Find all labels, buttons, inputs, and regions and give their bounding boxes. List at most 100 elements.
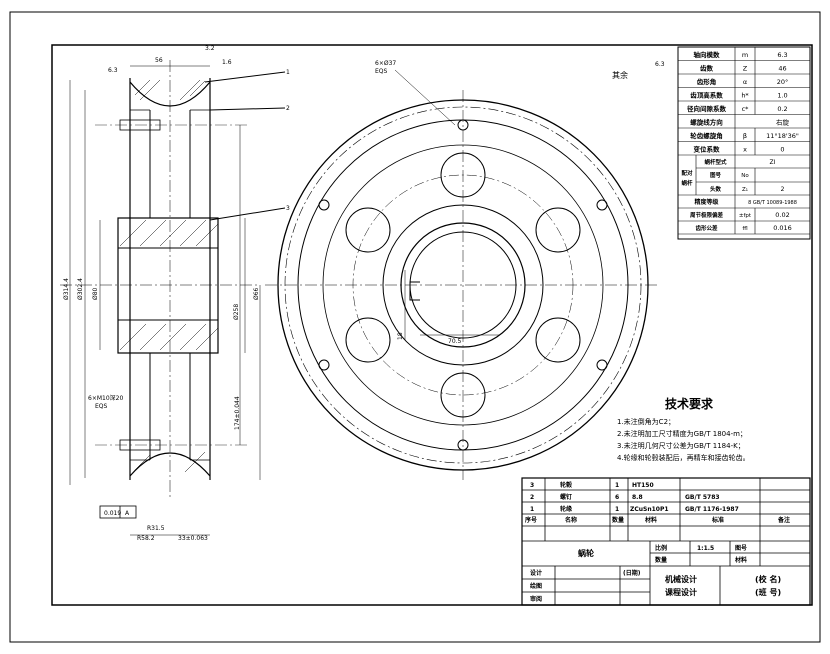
pair-type-val: ZI [770, 159, 776, 166]
param-val: 0 [780, 146, 784, 154]
bom-qty-1: 6 [615, 494, 619, 501]
param-val: 6.3 [777, 51, 787, 59]
draw-label: 绘图 [530, 582, 542, 590]
bom-no-2: 1 [530, 506, 534, 513]
pair-type-label: 蜗杆型式 [704, 158, 727, 166]
param-sym: m [742, 51, 748, 59]
r1-label: R31.5 [147, 525, 165, 532]
accuracy-label: 精度等级 [694, 198, 718, 206]
rough-label-2: 3.2 [205, 45, 215, 52]
bom-name-0: 轮毂 [560, 481, 572, 489]
pair-fig-label: 图号 [710, 171, 722, 179]
bom-h-std: 标准 [711, 516, 724, 524]
pair-heads-label: 头数 [710, 185, 722, 193]
runout-val: 0.019 [104, 510, 121, 517]
rough-label-3: 1.6 [222, 59, 232, 66]
pair-fig-sym: No [741, 173, 749, 179]
tech-title: 技术要求 [665, 396, 714, 411]
bom-text: 3 轮毂 1 HT150 2 螺钉 6 8.8 GB/T 5783 1 轮缘 1… [524, 481, 790, 603]
part-name: 蜗轮 [578, 548, 594, 558]
title-block [521, 477, 811, 606]
tol-name: 齿形公差 [695, 224, 718, 232]
param-name: 径向间隙系数 [687, 104, 727, 113]
bom-std-2: GB/T 1176-1987 [685, 506, 739, 513]
param-name: 螺旋线方向 [690, 118, 723, 127]
bom-mat-0: HT150 [632, 482, 654, 489]
pair-heads-sym: Z₁ [742, 187, 748, 193]
bom-mat-1: 8.8 [632, 494, 643, 501]
dim-fa: 33±0.063 [178, 535, 208, 542]
tech-item-4: 4.轮缘和轮毂装配后，再精车和接齿轮齿。 [617, 453, 750, 462]
part-1: 1 [286, 69, 290, 76]
param-name: 齿形角 [697, 77, 717, 86]
part-2: 2 [286, 105, 290, 112]
part-3: 3 [286, 205, 290, 212]
param-name: 齿数 [700, 64, 714, 73]
tol-sym: ffl [742, 226, 747, 232]
param-sym: x [743, 146, 747, 154]
rough-label-1: 6.3 [108, 67, 118, 74]
param-sym: α [743, 78, 747, 86]
param-name: 齿顶高系数 [690, 91, 723, 100]
tol-val: 0.016 [773, 224, 792, 232]
bom-qty-2: 1 [615, 506, 619, 513]
date-label: (日期) [623, 569, 641, 577]
screw-label: 6×M10深20 [88, 394, 123, 402]
param-val: 1.0 [777, 92, 787, 100]
design-label: 设计 [530, 569, 542, 577]
param-sym: β [743, 132, 747, 140]
param-sym: c* [742, 105, 750, 113]
param-name: 轮齿螺旋角 [690, 131, 723, 140]
bom-h-note: 备注 [777, 516, 790, 524]
class: (班 号) [755, 587, 781, 597]
tol-sym: ±fpt [739, 213, 752, 219]
param-val: 46 [778, 65, 786, 73]
course-1: 机械设计 [665, 574, 697, 584]
tech-requirements: 技术要求 1.未注倒角为C2； 2.未注明加工尺寸精度为GB/T 1804-m；… [617, 396, 750, 462]
school: (校 名) [755, 574, 781, 584]
section-view [60, 60, 286, 536]
param-val: 右旋 [776, 118, 790, 127]
param-val: 0.2 [777, 105, 787, 113]
pair-label-2: 蜗杆 [681, 179, 693, 187]
qty-label: 数量 [655, 556, 667, 564]
scale-val: 1:1.5 [697, 545, 714, 552]
r2-label: R58.2 [137, 535, 155, 542]
outer-frame [9, 11, 821, 643]
mat-label: 材料 [734, 556, 747, 564]
rough-label-other: 6.3 [655, 61, 665, 68]
review-label: 审阅 [530, 595, 542, 603]
param-sym: h* [741, 92, 749, 100]
hole-label: 6×Ø37 [375, 60, 396, 67]
dim-da: Ø314.4 [63, 278, 70, 300]
tech-item-1: 1.未注倒角为C2； [617, 417, 675, 426]
bom-h-qty: 数量 [612, 516, 624, 524]
bom-name-1: 螺钉 [560, 493, 572, 501]
bom-std-1: GB/T 5783 [685, 494, 720, 501]
param-val: 11°18'36" [766, 132, 799, 140]
bom-mat-2: ZCuSn10P1 [630, 506, 669, 513]
hole-eqs: EQS [375, 68, 388, 75]
param-name: 变位系数 [694, 145, 721, 154]
dim-bolt: Ø258 [233, 304, 240, 320]
param-sym: Z [743, 65, 748, 73]
bom-no-1: 2 [530, 494, 534, 501]
tol-name: 周节极限偏差 [690, 211, 724, 219]
bom-h-mat: 材料 [644, 516, 657, 524]
rough-other: 其余 [612, 70, 628, 80]
pair-label-1: 配对 [681, 169, 693, 177]
dim-56: 56 [155, 57, 163, 64]
tech-item-2: 2.未注明加工尺寸精度为GB/T 1804-m； [617, 429, 747, 438]
bom-h-name: 名称 [565, 516, 577, 524]
bom-name-2: 轮缘 [560, 505, 572, 513]
bom-qty-0: 1 [615, 482, 619, 489]
bom-h-no: 序号 [524, 516, 537, 524]
pair-heads-val: 2 [781, 186, 785, 193]
front-view [265, 69, 660, 480]
dim-key: Ø80 [92, 287, 99, 300]
tol-val: 0.02 [775, 211, 789, 219]
accuracy-val: 8 GB/T 10089-1988 [748, 200, 797, 206]
key-dim: 70.5 [448, 338, 462, 345]
tech-item-3: 3.未注明几何尺寸公差为GB/T 1184-K； [617, 441, 745, 450]
